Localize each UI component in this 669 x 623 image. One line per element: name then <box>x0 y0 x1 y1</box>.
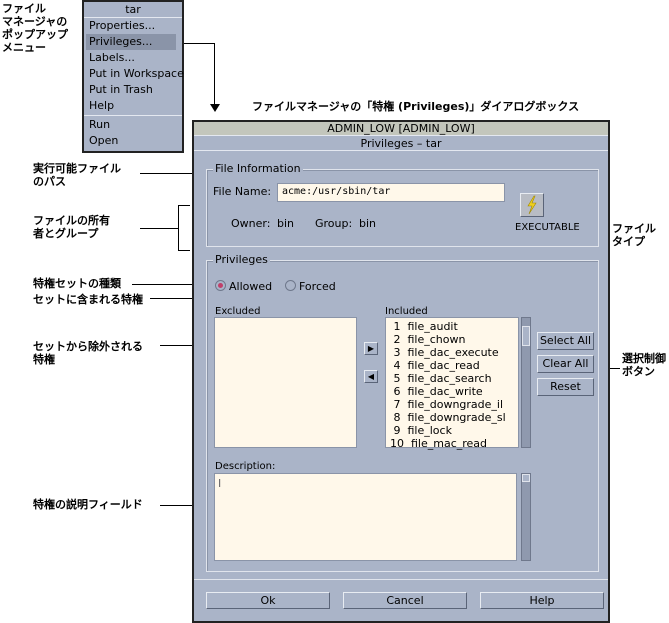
menu-item-open[interactable]: Open <box>89 134 119 147</box>
excluded-list[interactable] <box>214 317 357 448</box>
leader-line <box>183 43 215 44</box>
menu-item-labels[interactable]: Labels... <box>89 51 135 64</box>
group-label: Group: <box>315 217 353 230</box>
menu-item-run[interactable]: Run <box>89 118 111 131</box>
annotation-dialog-caption: ファイルマネージャの「特権 (Privileges)」ダイアログボックス <box>252 100 580 113</box>
radio-allowed-label: Allowed <box>229 280 273 293</box>
owner-label: Owner: <box>231 217 271 230</box>
divider <box>194 579 608 580</box>
list-item[interactable]: 5 file_dac_search <box>390 372 492 385</box>
clear-all-button[interactable]: Clear All <box>537 355 594 373</box>
privileges-group: Privileges Allowed Forced Excluded Inclu… <box>206 253 599 572</box>
radio-unselected-icon <box>285 280 296 291</box>
menu-item-help[interactable]: Help <box>89 99 115 112</box>
move-left-arrow-icon[interactable]: ◀ <box>364 370 378 383</box>
menu-separator <box>84 115 182 116</box>
select-all-button[interactable]: Select All <box>537 332 594 350</box>
menu-item-properties[interactable]: Properties... <box>89 19 156 32</box>
scrollbar-thumb[interactable] <box>522 326 530 346</box>
annotation-included: セットに含まれる特権 <box>33 293 143 306</box>
reset-button[interactable]: Reset <box>537 378 594 396</box>
scrollbar-up-arrow[interactable] <box>522 474 530 482</box>
leader-line <box>160 505 215 506</box>
included-list[interactable]: 1 file_audit 2 file_chown 3 file_dac_exe… <box>385 317 519 450</box>
radio-selected-icon <box>215 280 226 291</box>
ok-button[interactable]: Ok <box>206 592 330 609</box>
cancel-button[interactable]: Cancel <box>343 592 467 609</box>
leader-line <box>214 43 215 105</box>
list-item[interactable]: 2 file_chown <box>390 333 466 346</box>
menu-item-put-in-workspace[interactable]: Put in Workspace <box>89 67 184 80</box>
annotation-description: 特権の説明フィールド <box>33 498 143 511</box>
bracket-line <box>178 250 190 251</box>
file-name-input[interactable]: acme:/usr/sbin/tar <box>277 183 505 202</box>
description-field[interactable]: I <box>214 473 517 561</box>
radio-allowed[interactable]: Allowed <box>215 280 272 293</box>
excluded-label: Excluded <box>215 306 261 317</box>
leader-line <box>603 368 620 369</box>
radio-forced[interactable]: Forced <box>285 280 336 293</box>
file-type-label: EXECUTABLE <box>515 222 580 233</box>
radio-forced-label: Forced <box>299 280 336 293</box>
owner-value: bin <box>277 217 295 230</box>
list-item[interactable]: 8 file_downgrade_sl <box>390 411 506 424</box>
arrowhead-icon <box>210 104 220 112</box>
label-title-bar: ADMIN_LOW [ADMIN_LOW] <box>194 122 608 136</box>
description-scrollbar[interactable] <box>521 473 531 561</box>
leader-line <box>160 345 222 346</box>
included-label: Included <box>385 306 428 317</box>
bracket-line <box>178 205 179 251</box>
annotation-file-type: ファイル タイプ <box>612 222 656 248</box>
menu-item-put-in-trash[interactable]: Put in Trash <box>89 83 153 96</box>
leader-line <box>140 173 208 174</box>
list-item[interactable]: 10 file_mac_read <box>390 437 488 450</box>
menu-title: tar <box>84 2 182 18</box>
annotation-popup-menu: ファイル マネージャの ポップアップ メニュー <box>2 2 68 54</box>
file-name-label: File Name: <box>213 185 272 198</box>
list-item[interactable]: 6 file_dac_write <box>390 385 483 398</box>
list-item[interactable]: 4 file_dac_read <box>390 359 480 372</box>
file-information-legend: File Information <box>213 162 303 175</box>
annotation-set-type: 特権セットの種類 <box>33 277 121 290</box>
leader-line <box>140 228 178 229</box>
dialog-title: Privileges – tar <box>194 136 608 151</box>
list-item[interactable]: 9 file_lock <box>390 424 452 437</box>
move-right-arrow-icon[interactable]: ▶ <box>364 342 378 355</box>
included-scrollbar[interactable] <box>521 317 531 448</box>
privileges-legend: Privileges <box>213 253 270 266</box>
leader-line <box>132 284 208 285</box>
group-value: bin <box>359 217 377 230</box>
list-item[interactable]: 1 file_audit <box>390 320 458 333</box>
help-button[interactable]: Help <box>480 592 604 609</box>
popup-menu: tar Properties... Privileges... Labels..… <box>82 0 184 153</box>
lightning-icon <box>520 193 544 217</box>
annotation-owner-group: ファイルの所有 者とグループ <box>33 214 110 240</box>
annotation-excluded: セットから除外される 特権 <box>33 340 143 366</box>
privileges-dialog: ADMIN_LOW [ADMIN_LOW] Privileges – tar F… <box>192 120 610 623</box>
annotation-selection-buttons: 選択制御 ボタン <box>622 352 666 378</box>
file-information-group: File Information File Name: acme:/usr/sb… <box>206 162 599 247</box>
menu-item-privileges[interactable]: Privileges... <box>86 34 176 50</box>
description-label: Description: <box>215 461 276 472</box>
annotation-exec-path: 実行可能ファイル のパス <box>33 162 121 188</box>
list-item[interactable]: 7 file_downgrade_il <box>390 398 504 411</box>
text-cursor-icon: I <box>218 477 222 490</box>
bracket-line <box>178 205 190 206</box>
list-item[interactable]: 3 file_dac_execute <box>390 346 499 359</box>
